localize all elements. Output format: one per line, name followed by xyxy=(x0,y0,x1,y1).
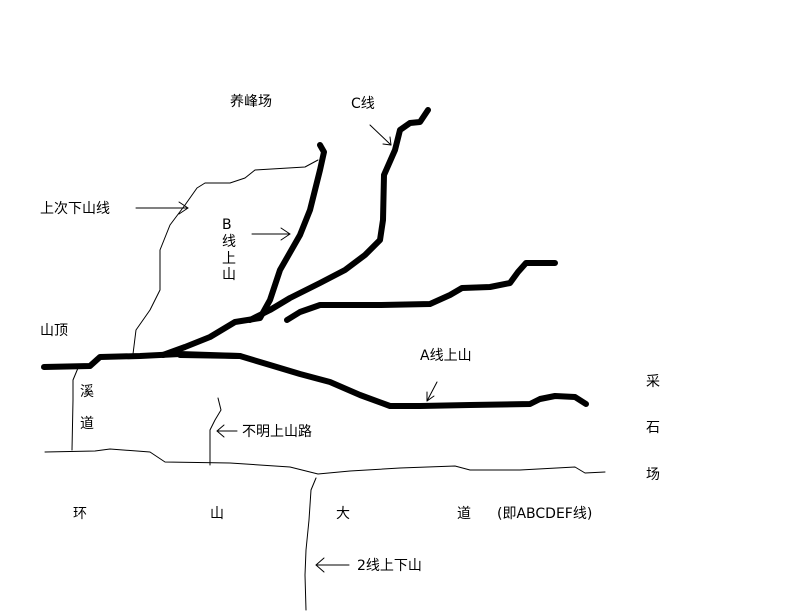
label-a-line: A线上山 xyxy=(420,348,472,364)
label-quarry-3: 场 xyxy=(646,467,660,483)
ring-mountain-road xyxy=(44,448,606,475)
stream-line xyxy=(71,367,79,451)
label-quarry-1: 采 xyxy=(646,374,660,390)
arrow-c-line xyxy=(369,124,392,146)
arrow-a-line xyxy=(426,381,438,402)
label-c-line: C线 xyxy=(351,96,375,112)
line-2-path xyxy=(304,477,317,611)
a-line-route xyxy=(177,352,589,409)
label-ring-3: 大 xyxy=(336,506,350,522)
arrow-last-descent xyxy=(135,201,189,215)
label-yangfengchang: 养峰场 xyxy=(230,94,272,110)
label-quarry-2: 石 xyxy=(646,420,660,436)
arrow-b-line xyxy=(251,227,291,241)
label-ring-1: 环 xyxy=(73,506,87,522)
label-b-line-4: 山 xyxy=(222,267,236,283)
label-b-line-3: 上 xyxy=(222,251,236,267)
east-branch-route xyxy=(284,260,558,323)
label-unknown-path: 不明上山路 xyxy=(242,424,312,440)
label-summit: 山顶 xyxy=(40,323,68,339)
label-last-descent: 上次下山线 xyxy=(40,201,110,217)
label-b-line-1: B xyxy=(222,217,232,233)
last-descent-trail xyxy=(132,159,319,355)
unknown-uphill-path xyxy=(209,397,222,466)
arrow-unknown-path xyxy=(216,424,238,438)
label-b-line-2: 线 xyxy=(222,234,236,250)
c-line-route xyxy=(247,107,431,323)
label-ring-4: 道 xyxy=(457,506,471,522)
label-line-2: 2线上下山 xyxy=(357,558,422,574)
label-stream-1: 溪 xyxy=(80,384,94,400)
b-line-route xyxy=(160,142,327,358)
arrow-line-2 xyxy=(315,557,350,573)
label-ring-2: 山 xyxy=(210,506,224,522)
label-ring-note: (即ABCDEF线) xyxy=(497,506,592,522)
label-stream-2: 道 xyxy=(80,416,94,432)
